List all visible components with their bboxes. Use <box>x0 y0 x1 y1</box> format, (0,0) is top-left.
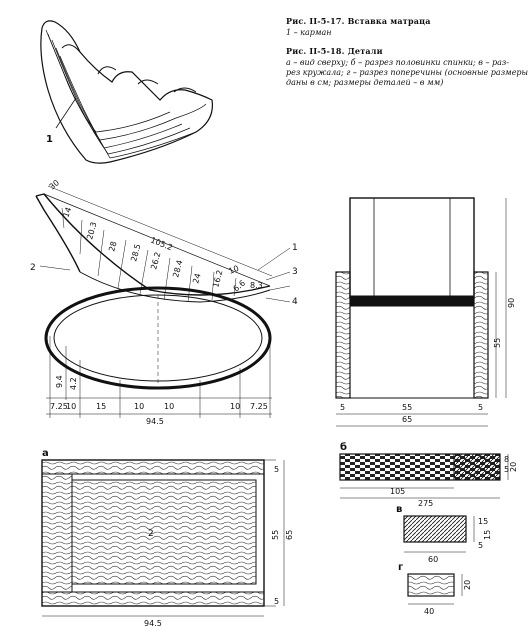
dim-bottom-6: 7.25 <box>250 402 268 411</box>
fig18-title: Рис. II-5-18. Детали <box>286 46 383 56</box>
section-v-dimensions: в 60 15 5 15 <box>396 504 492 564</box>
section-v-h2: 5 <box>478 541 483 550</box>
section-g-width: 40 <box>424 607 434 616</box>
section-v-h3: 15 <box>483 530 492 540</box>
dim-bottom-0: 7.25 <box>50 402 68 411</box>
section-v <box>403 515 475 553</box>
mattress-pocket-callout: 1 <box>46 134 53 145</box>
callout-3: 3 <box>292 267 298 277</box>
dim-top-1: 14 <box>61 206 73 219</box>
dim-top-6: 28.4 <box>171 259 184 279</box>
callout-2: 2 <box>30 263 36 273</box>
front-height-left: 55 <box>493 338 502 348</box>
fig18-line1: а – вид сверху; б – разрез половинки спи… <box>286 58 509 67</box>
section-b-h3: 20 <box>509 462 518 472</box>
dim-top-5: 26.2 <box>149 251 162 271</box>
mattress-insert <box>40 20 214 164</box>
dim-top-2: 20.3 <box>85 221 98 241</box>
section-g-height: 20 <box>463 580 472 590</box>
callout-4: 4 <box>292 297 298 307</box>
plan-width: 94.5 <box>144 619 162 628</box>
dim-top-10: 10 <box>227 264 240 276</box>
dim-top-overall: 105.2 <box>149 236 174 253</box>
section-v-h1: 15 <box>478 517 488 526</box>
plan-small-b: 5 <box>274 597 279 606</box>
dim-top-3: 28 <box>107 240 118 252</box>
section-b-inner: 105 <box>390 487 405 496</box>
side-view <box>35 185 291 418</box>
front-view-dimensions: 55 65 5 5 55 90 <box>340 298 516 424</box>
fig17-title: Рис. II-5-17. Вставка матраца <box>286 16 431 26</box>
plan-small-a: 5 <box>274 465 279 474</box>
section-b-overall: 275 <box>418 499 433 508</box>
dim-bottom-3: 10 <box>134 402 144 411</box>
front-side-left: 5 <box>340 403 345 412</box>
section-g <box>407 573 463 605</box>
section-b <box>339 453 509 499</box>
front-side-right: 5 <box>478 403 483 412</box>
fig17-legend: 1 – карман <box>286 28 332 37</box>
dim-bottom-1: 10 <box>66 402 76 411</box>
section-b-dimensions: б 105 275 8 5 20 <box>340 441 518 508</box>
dim-top-4: 28.5 <box>129 243 142 263</box>
section-b-h2: 5 <box>504 465 509 474</box>
plan-depth-outer: 65 <box>285 530 294 540</box>
section-g-label: г <box>398 562 403 573</box>
section-b-label: б <box>340 441 347 453</box>
plan-label: а <box>42 448 49 459</box>
dim-bottom-5: 10 <box>230 402 240 411</box>
section-v-width: 60 <box>428 555 438 564</box>
dim-bottom-4: 10 <box>164 402 174 411</box>
plan-depth-inner: 55 <box>271 530 280 540</box>
dim-bottom-2: 15 <box>96 402 106 411</box>
front-outer-width: 65 <box>402 415 412 424</box>
dim-top-8: 16.2 <box>211 269 224 289</box>
fig18-line2: рез кружала; г – разрез поперечины (осно… <box>286 68 529 77</box>
side-view-dimensions: 30 14 20.3 28 28.5 26.2 28.4 24 16.2 6.6… <box>30 178 298 426</box>
fig18-line3: даны в см; размеры деталей – в мм) <box>286 78 444 87</box>
dim-top-0: 30 <box>48 178 62 191</box>
section-v-label: в <box>396 504 402 515</box>
plan-center-callout: 2 <box>148 529 154 539</box>
front-inner-width: 55 <box>402 403 412 412</box>
dim-top-7: 24 <box>191 272 202 284</box>
section-b-h1: 8 <box>504 455 509 464</box>
dim-overall-width: 94.5 <box>146 417 164 426</box>
dim-left-1: 4.2 <box>69 377 78 390</box>
plan-view-dimensions: а 2 94.5 55 65 5 5 <box>42 448 294 628</box>
front-view <box>335 197 507 427</box>
plan-view <box>41 459 285 617</box>
section-g-dimensions: г 40 20 <box>398 562 472 616</box>
dim-top-11: 8.3 <box>250 281 263 290</box>
callout-1: 1 <box>292 243 298 253</box>
dim-left-0: 9.4 <box>55 375 64 388</box>
front-height-right: 90 <box>507 298 516 308</box>
